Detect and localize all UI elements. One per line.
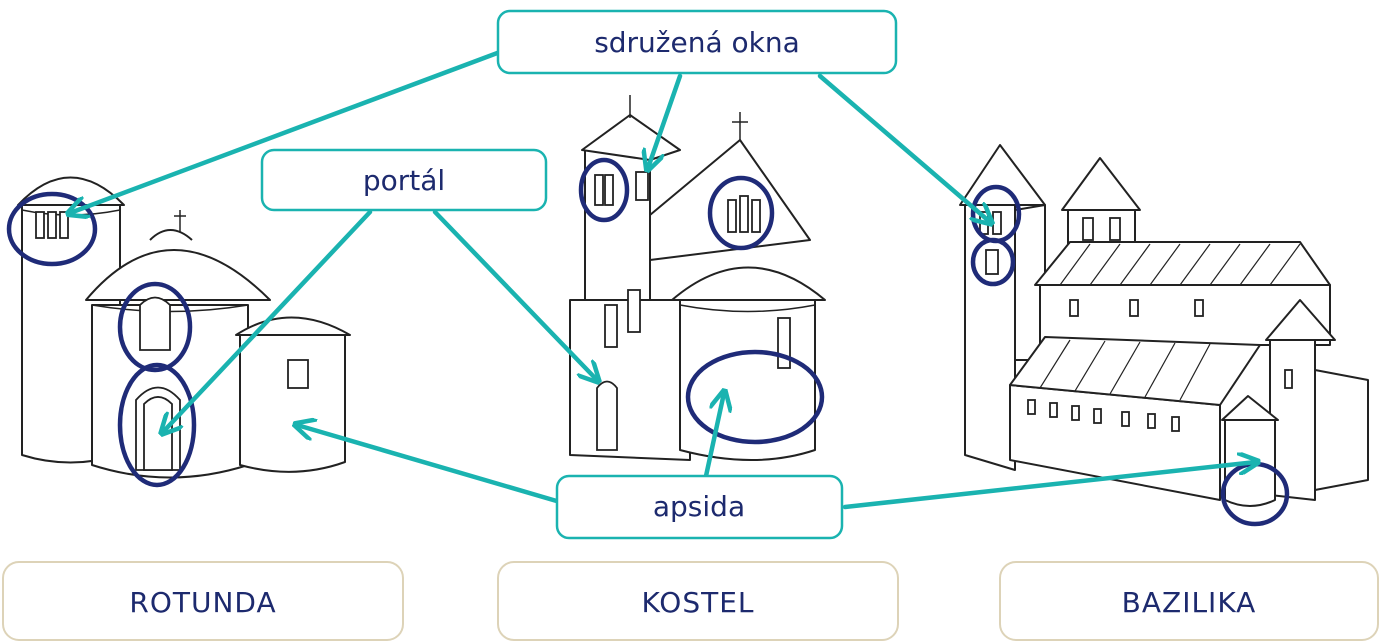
church-illustration (569, 95, 826, 461)
rotunda-windows-circle (6, 191, 98, 267)
callout-portal: portál (260, 148, 548, 212)
rotunda-portal-circle (117, 362, 197, 488)
name-church: KOSTEL (497, 561, 899, 641)
church-gable-windows-circle (707, 175, 775, 251)
arrow-windows-to-rotunda (70, 49, 503, 213)
name-rotunda: ROTUNDA (2, 561, 404, 641)
rotunda-upper-window-circle (117, 281, 193, 373)
name-rotunda-text: ROTUNDA (129, 586, 276, 619)
highlight-circles (6, 157, 1290, 527)
name-church-text: KOSTEL (641, 586, 754, 619)
arrow-portal-to-rotunda (163, 209, 373, 432)
callout-windows: sdružená okna (496, 9, 898, 75)
arrow-apse-to-church (703, 393, 724, 479)
pointer-arrows (70, 49, 1256, 510)
arrow-windows-to-basilica (817, 73, 990, 222)
arrow-portal-to-church (432, 209, 597, 380)
arrow-windows-to-church (648, 73, 683, 168)
arrow-apse-to-basilica (842, 462, 1256, 510)
callout-portal-text: portál (363, 164, 445, 197)
basilica-tower-window-circle (970, 237, 1016, 287)
name-basilica: BAZILIKA (999, 561, 1379, 641)
basilica-illustration (959, 144, 1369, 507)
name-basilica-text: BAZILIKA (1122, 586, 1257, 619)
callout-windows-text: sdružená okna (594, 26, 800, 59)
church-tower-windows-circle (578, 157, 630, 223)
church-apse-circle (685, 349, 825, 445)
callout-apse: apsida (555, 474, 844, 540)
callout-apse-text: apsida (653, 490, 745, 523)
rotunda-illustration (17, 176, 351, 479)
arrow-apse-to-rotunda (297, 425, 563, 505)
